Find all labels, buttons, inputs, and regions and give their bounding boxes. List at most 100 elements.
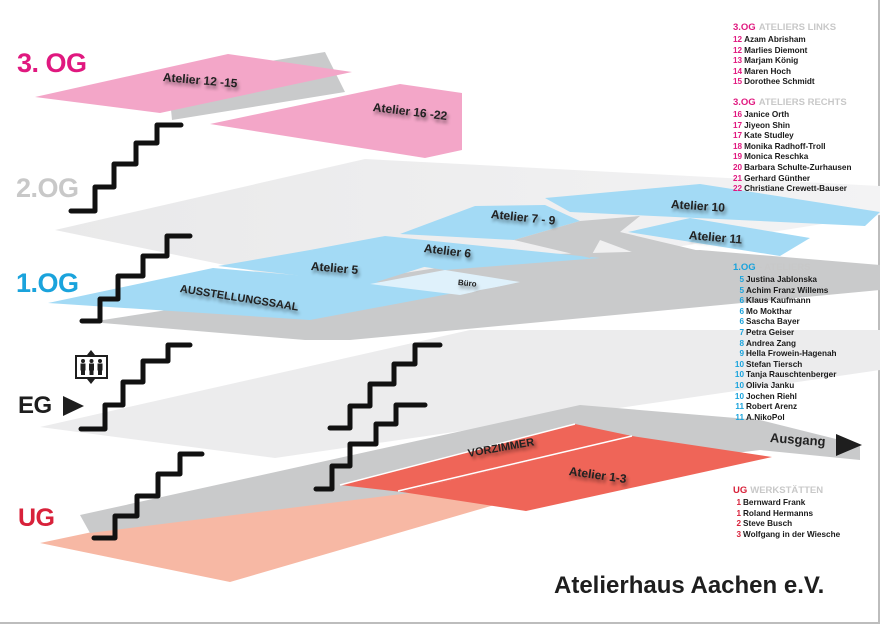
atelier-number: 12: [733, 35, 743, 44]
stairs-icon: [313, 402, 428, 492]
floor-eg: [40, 330, 880, 458]
artist-name: Petra Geiser: [746, 327, 795, 337]
atelier-number: 16: [733, 110, 743, 119]
atelier-number: 10: [734, 380, 744, 390]
floor-label-2og: 2.OG: [16, 173, 79, 203]
exit-arrow-icon[interactable]: [836, 434, 862, 456]
room-atelier-11[interactable]: [628, 218, 810, 256]
artist-name: Roland Hermanns: [743, 508, 814, 518]
atelier-number: 1: [736, 498, 741, 507]
artist-name: Kate Studley: [744, 131, 794, 141]
artist-name: Monica Reschka: [744, 152, 809, 162]
room-atelier-7-9[interactable]: [400, 205, 580, 240]
atelier-number: 10: [734, 391, 744, 401]
atelier-number: 20: [733, 162, 743, 172]
atelier-number: 15: [733, 77, 743, 87]
legend-subtitle: WERKSTÄTTEN: [750, 485, 824, 496]
artist-name: Stefan Tiersch: [746, 359, 803, 369]
artist-name: Monika Radhoff-Troll: [744, 141, 826, 151]
artist-name: Andrea Zang: [746, 338, 797, 348]
legend-floor: 3.OG: [733, 22, 756, 33]
artist-name: Azam Abrisham: [744, 35, 806, 44]
artist-name: Klaus Kaufmann: [746, 296, 811, 306]
legend-subtitle: ATELIERS RECHTS: [758, 97, 847, 108]
atelier-number: 19: [733, 152, 743, 162]
atelier-number: 3: [736, 529, 741, 539]
stairs-icon: [68, 122, 184, 214]
atelier-number: 14: [733, 66, 743, 76]
atelier-number: 17: [733, 120, 743, 130]
elevator-icon: [75, 350, 108, 384]
floor-ug: [40, 405, 860, 582]
room-atelier-12-15[interactable]: [35, 54, 352, 113]
artist-name: Janice Orth: [744, 110, 790, 119]
room-atelier-16-22[interactable]: [210, 84, 462, 158]
legend-floor: 3.OG: [733, 97, 756, 108]
artist-name: Wolfgang in der Wiesche: [743, 529, 841, 539]
atelier-number: 11: [735, 402, 744, 412]
floor-label-eg: EG: [18, 392, 52, 419]
artist-name: Marjam König: [744, 56, 799, 66]
room-atelier-10[interactable]: [545, 184, 880, 226]
room-label-buero: Büro: [457, 278, 477, 289]
atelier-number: 7: [739, 327, 744, 337]
room-vorzimmer[interactable]: [340, 424, 632, 492]
atelier-number: 2: [736, 519, 741, 529]
atelier-number: 22: [733, 184, 743, 194]
floor-3og: [35, 52, 462, 158]
atelier-number: 9: [739, 349, 744, 359]
legend-subtitle: ATELIERS LINKS: [758, 22, 837, 33]
artist-name: A.NikoPol: [746, 412, 785, 422]
atelier-number: 12: [733, 45, 743, 55]
artist-name: Mo Mokthar: [746, 306, 792, 316]
legend-floor: UG: [733, 485, 748, 496]
artist-name: Justina Jablonska: [746, 275, 817, 284]
room-atelier-1-3[interactable]: [402, 436, 772, 511]
artist-name: Achim Franz Willems: [746, 285, 829, 295]
floor-label-3og: 3. OG: [17, 48, 87, 78]
floor-1og: [48, 184, 880, 340]
artist-name: Robert Arenz: [746, 402, 798, 412]
atelier-number: 10: [734, 370, 744, 380]
room-buero[interactable]: [370, 270, 520, 295]
floor-label-ug: UG: [18, 504, 55, 532]
artist-name: Hella Frowein-Hagenah: [746, 349, 837, 359]
entrance-arrow-icon: [63, 396, 84, 416]
room-atelier-6[interactable]: [310, 236, 600, 270]
atelier-number: 10: [734, 359, 744, 369]
stairs-icon: [78, 342, 193, 432]
artist-name: Tanja Rauschtenberger: [746, 370, 837, 380]
atelier-number: 8: [739, 338, 744, 348]
artist-name: Maren Hoch: [744, 66, 791, 76]
artist-name: Jiyeon Shin: [744, 120, 791, 130]
artist-name: Steve Busch: [743, 519, 793, 529]
atelier-number: 11: [735, 412, 744, 422]
artist-name: Marlies Diemont: [744, 45, 808, 55]
